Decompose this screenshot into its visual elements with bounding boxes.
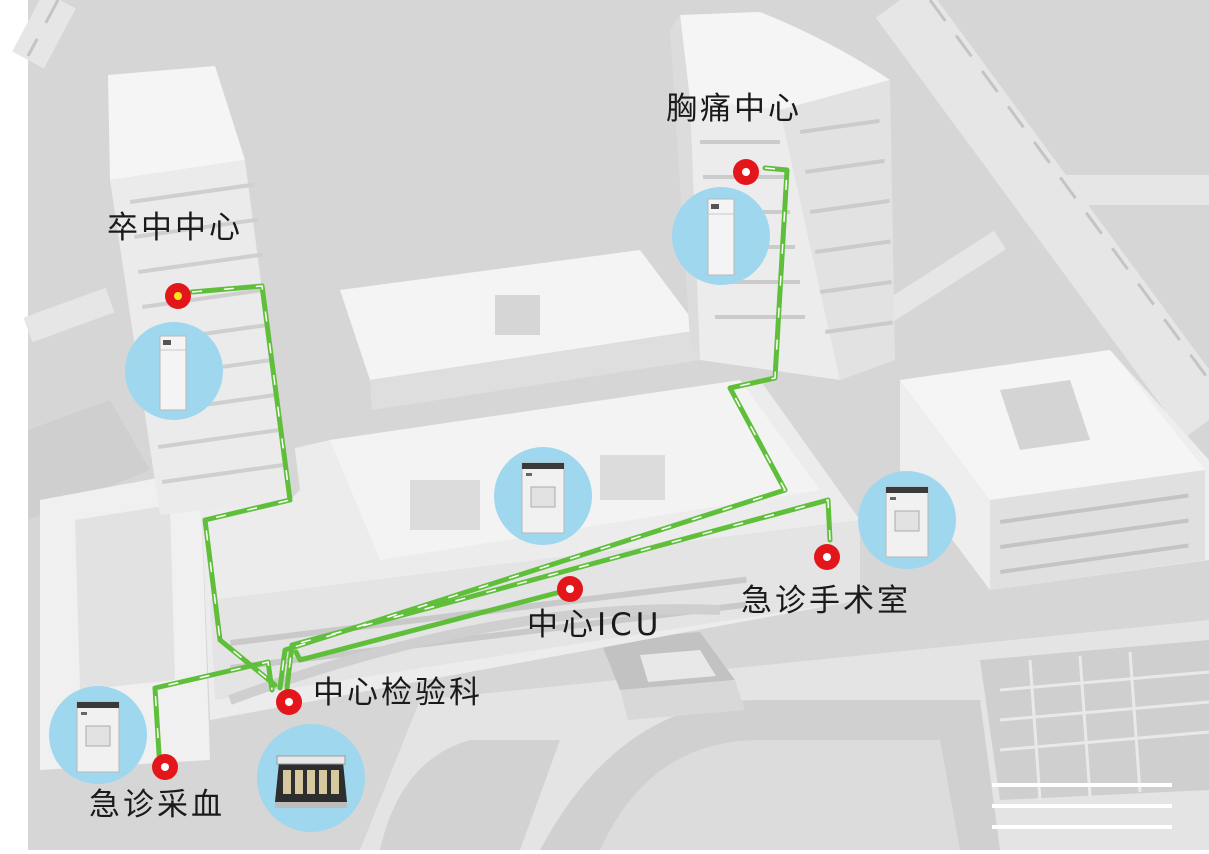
pneumatic-tube-station-icon	[76, 701, 120, 773]
label-central-lab: 中心检验科	[313, 675, 483, 711]
right-wing	[900, 350, 1209, 590]
device-circle-central-lab	[257, 724, 365, 832]
station-pin-central-lab	[276, 689, 302, 715]
red-location-dot-icon	[174, 292, 182, 300]
label-chest-pain-center: 胸痛中心	[666, 91, 802, 127]
label-emergency-or: 急诊手术室	[741, 583, 911, 619]
device-circle-stroke-center	[125, 322, 223, 420]
device-circle-emergency-blood	[49, 686, 147, 784]
tube-route-highlights	[154, 167, 831, 771]
station-pin-emergency-or	[814, 544, 840, 570]
red-location-dot-icon	[742, 168, 750, 176]
plaza	[360, 620, 1209, 850]
red-location-dot-icon	[566, 585, 574, 593]
station-pin-chest-pain	[733, 159, 759, 185]
pneumatic-tube-station-icon	[707, 198, 735, 276]
red-location-dot-icon	[161, 763, 169, 771]
tube-routes	[152, 165, 833, 773]
label-central-icu: 中心ICU	[527, 607, 663, 643]
label-emergency-blood: 急诊采血	[89, 787, 225, 823]
device-circle-center	[494, 447, 592, 545]
red-location-dot-icon	[285, 698, 293, 706]
device-circle-chest-pain	[672, 187, 770, 285]
station-pin-stroke-center	[165, 283, 191, 309]
legend-lines	[992, 783, 1172, 829]
left-lawn	[28, 400, 150, 520]
sample-sorter-icon	[275, 755, 347, 808]
road-dashes	[26, 0, 1209, 381]
canopy	[228, 604, 721, 705]
route-chest-pain	[277, 165, 790, 691]
pneumatic-tube-station-icon	[885, 486, 929, 558]
pneumatic-tube-station-icon	[521, 462, 565, 534]
red-location-dot-icon	[823, 553, 831, 561]
device-circle-emergency-or	[858, 471, 956, 569]
route-central-icu	[293, 587, 571, 663]
station-pin-emergency-blood	[152, 754, 178, 780]
upper-center-building	[340, 250, 700, 410]
pneumatic-tube-station-icon	[159, 335, 187, 411]
station-pin-central-icu	[557, 576, 583, 602]
label-stroke-center: 卒中中心	[107, 210, 243, 246]
